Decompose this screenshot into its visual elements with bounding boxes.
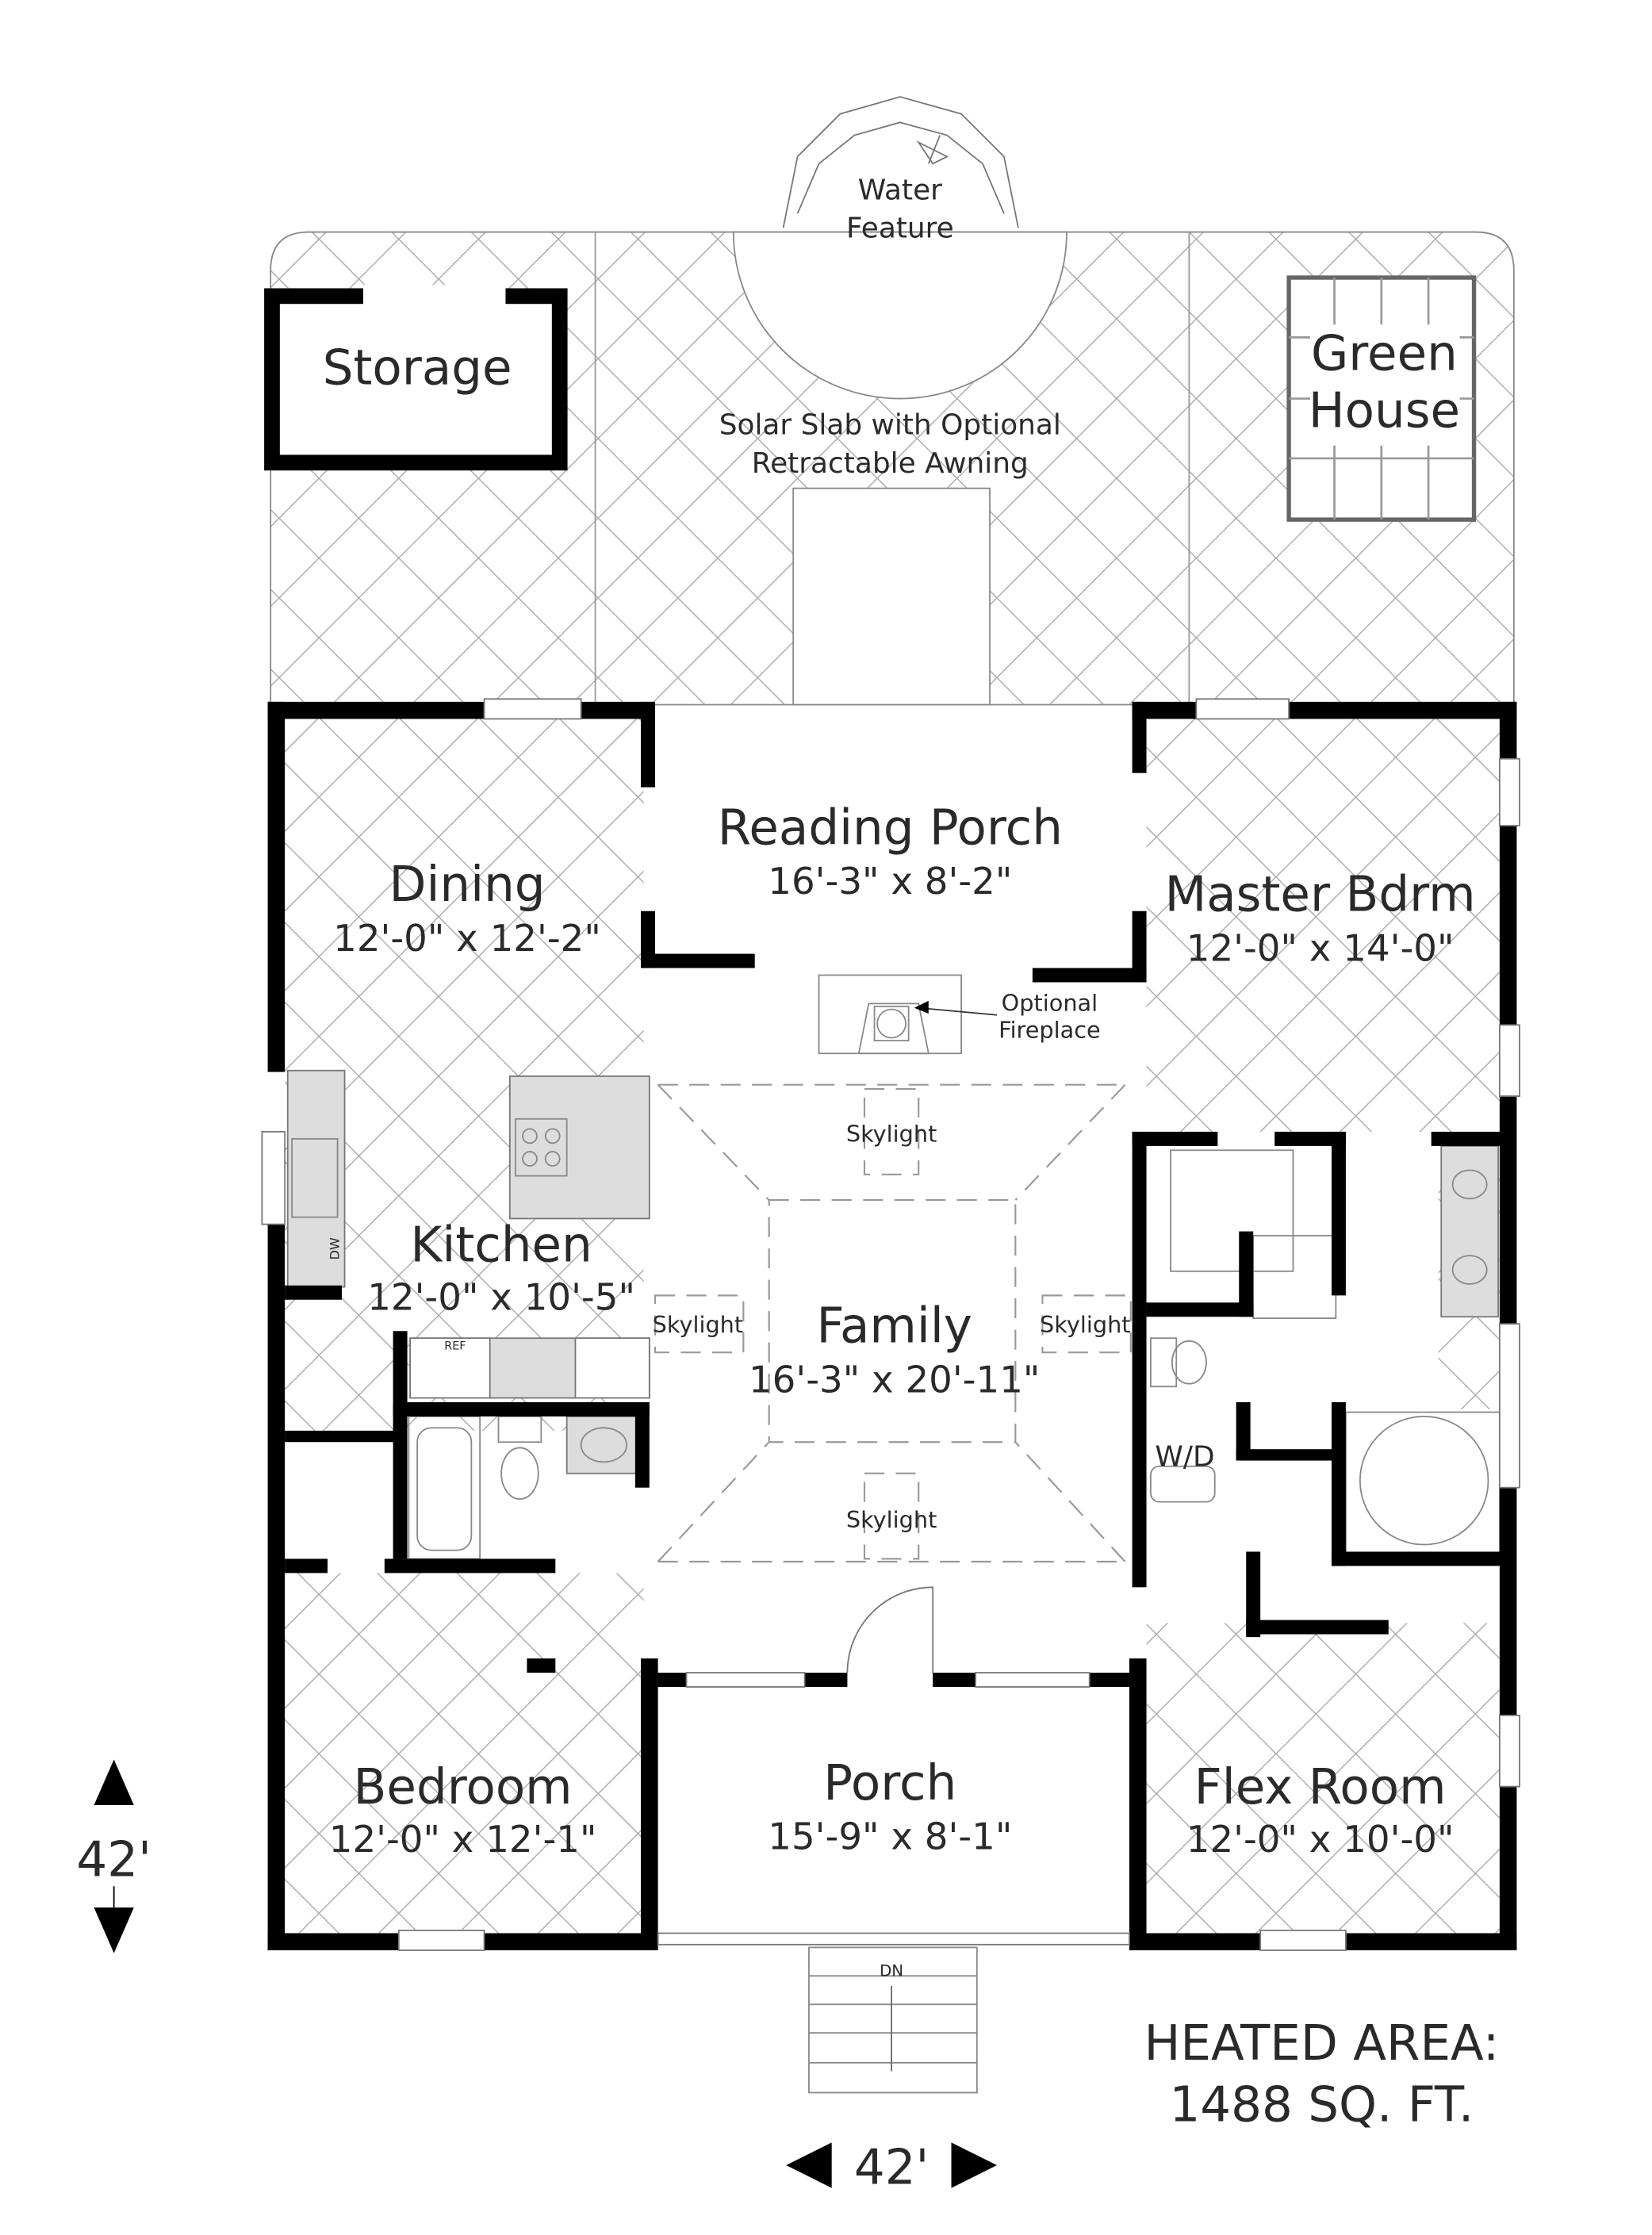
dimension-width: 42': [786, 2139, 997, 2195]
water-feature-plants: [782, 96, 1019, 228]
water-feature-basin: [732, 231, 1067, 400]
solar-slab-label-2: Retractable Awning: [752, 447, 1029, 480]
skylight-label-bottom: Skylight: [846, 1506, 937, 1533]
room-size-bedroom: 12'-0" x 12'-1": [329, 1819, 597, 1861]
refrigerator-label: REF: [444, 1340, 466, 1353]
awning-area: [792, 487, 991, 706]
room-name-flex-room: Flex Room: [1194, 1759, 1447, 1815]
depth-label: 42': [76, 1832, 151, 1888]
room-name-family: Family: [816, 1298, 972, 1355]
heated-area: HEATED AREA: 1488 SQ. FT.: [1144, 2015, 1500, 2133]
storage: Storage: [264, 284, 568, 471]
fireplace-label-2: Fireplace: [998, 1016, 1101, 1043]
solar-slab-label: Solar Slab with Optional: [719, 408, 1061, 441]
stairs-down-label: DN: [880, 1961, 903, 1980]
room-size-kitchen: 12'-0" x 10'-5": [367, 1276, 635, 1319]
arrow-right-icon: [951, 2142, 997, 2188]
green-house-label: Green: [1311, 326, 1458, 382]
green-house-label-2: House: [1309, 382, 1460, 439]
kitchen-fixtures: DW REF: [286, 1069, 650, 1399]
room-name-bedroom: Bedroom: [354, 1759, 573, 1815]
skylight-label-right: Skylight: [1040, 1311, 1131, 1338]
room-size-master-bdrm: 12'-0" x 14'-0": [1186, 928, 1455, 971]
room-size-family: 16'-3" x 20'-11": [749, 1359, 1040, 1401]
arrow-up-icon: [94, 1759, 134, 1805]
room-size-porch: 15'-9" x 8'-1": [768, 1816, 1012, 1859]
heated-area-label: HEATED AREA:: [1144, 2015, 1500, 2072]
room-name-kitchen: Kitchen: [410, 1217, 592, 1273]
skylights: Skylight Skylight Skylight Skylight: [653, 1088, 1132, 1560]
entry-stairs: DN: [808, 1946, 978, 2094]
water-feature-label: Water: [858, 174, 942, 206]
dimension-depth: 42': [76, 1759, 151, 1953]
storage-label: Storage: [323, 340, 512, 397]
room-name-master-bdrm: Master Bdrm: [1165, 867, 1476, 923]
walls: [267, 701, 1517, 1951]
fireplace-label: Optional: [1002, 989, 1098, 1016]
skylight-label-top: Skylight: [846, 1121, 937, 1148]
fireplace: Optional Fireplace: [818, 974, 1101, 1055]
water-feature-label-2: Feature: [846, 213, 954, 245]
room-size-dining: 12'-0" x 12'-2": [333, 918, 601, 960]
width-label: 42': [854, 2139, 929, 2195]
room-size-flex-room: 12'-0" x 10'-0": [1186, 1819, 1455, 1861]
skylight-label-left: Skylight: [653, 1311, 744, 1338]
dishwasher-label: DW: [327, 1237, 342, 1259]
green-house: Green House: [1286, 275, 1477, 522]
heated-area-value: 1488 SQ. FT.: [1169, 2076, 1474, 2133]
room-name-reading-porch: Reading Porch: [718, 799, 1063, 856]
room-name-porch: Porch: [823, 1755, 956, 1811]
arrow-left-icon: [786, 2142, 832, 2188]
family-ceiling-outline: [657, 1083, 1126, 1563]
arrow-down-icon: [94, 1907, 134, 1953]
room-labels: Reading Porch 16'-3" x 8'-2" Dining 12'-…: [329, 799, 1476, 1861]
room-name-dining: Dining: [389, 857, 545, 913]
washer-dryer-label: W/D: [1155, 1441, 1214, 1474]
windows-doors: [261, 698, 1520, 1951]
patio-slab: Water Feature Solar Slab with Optional R…: [270, 96, 1515, 706]
kitchen-island: [508, 1075, 650, 1220]
room-size-reading-porch: 16'-3" x 8'-2": [768, 861, 1012, 903]
